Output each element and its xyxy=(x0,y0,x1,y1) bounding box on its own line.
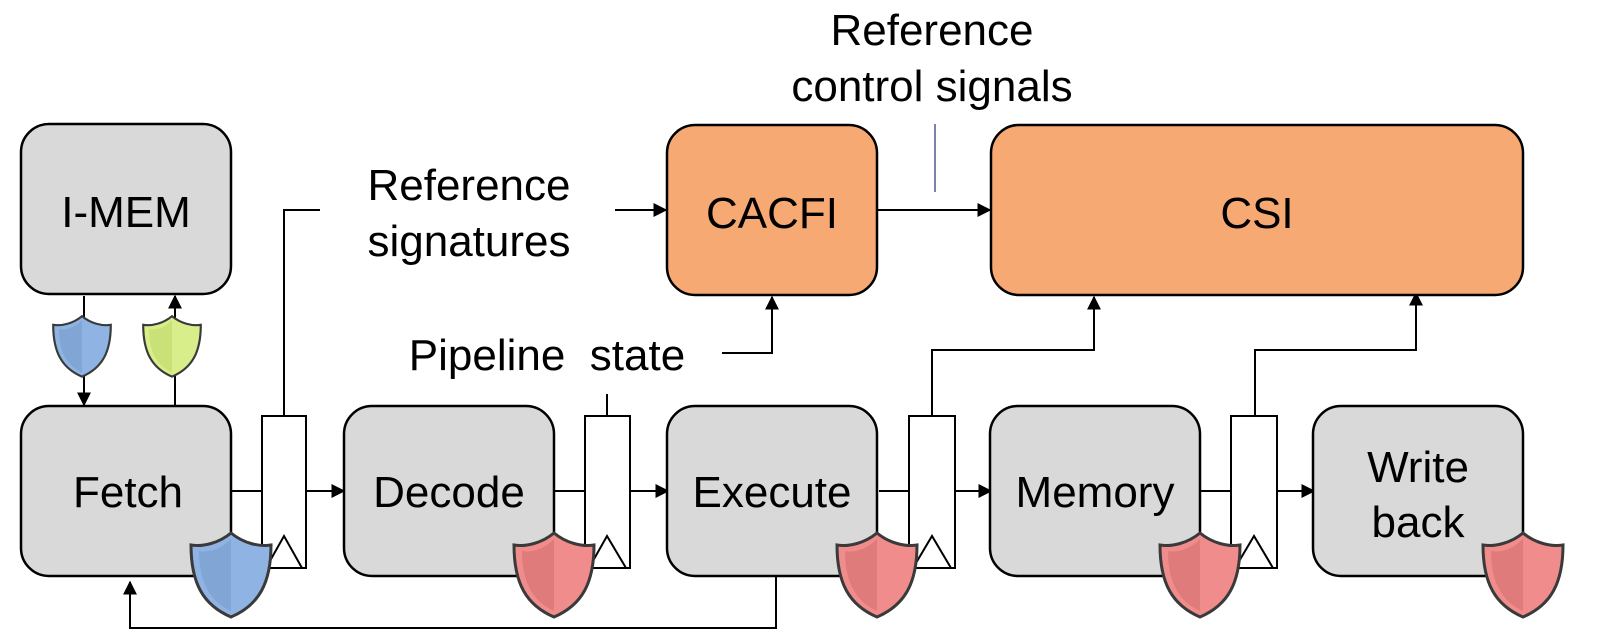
shield-icon xyxy=(835,531,919,619)
csi-block: CSI xyxy=(989,123,1525,297)
cacfi-block: CACFI xyxy=(665,123,879,297)
execute-to-fetch-feedback-wire xyxy=(123,577,777,629)
reg1-to-ref-signatures-wire xyxy=(283,209,320,416)
imem-label: I-MEM xyxy=(61,188,191,237)
pipeline-state-to-cacfi-wire xyxy=(722,295,779,354)
shield-icon xyxy=(142,315,202,378)
pipeline-register-id-ex xyxy=(584,415,631,569)
pipeline-register-mem-wb xyxy=(1230,415,1278,569)
writeback-label-line2: back xyxy=(1372,498,1466,547)
shield-icon xyxy=(1481,531,1565,619)
csi-label: CSI xyxy=(1220,189,1293,238)
ref-control-signals-line2: control signals xyxy=(791,62,1072,111)
memory-stage: Memory xyxy=(988,404,1202,578)
decode-label: Decode xyxy=(373,468,525,517)
writeback-label-line1: Write xyxy=(1367,443,1469,492)
shield-icon xyxy=(189,531,273,619)
reg3-to-csi-wire xyxy=(931,295,1101,416)
cacfi-label: CACFI xyxy=(706,189,838,238)
ref-control-signals-line1: Reference xyxy=(830,6,1033,55)
execute-label: Execute xyxy=(693,468,852,517)
execute-stage: Execute xyxy=(665,404,879,578)
reg4-to-csi-wire xyxy=(1254,291,1423,416)
pipeline-register-if-id xyxy=(261,415,307,569)
memory-label: Memory xyxy=(1016,468,1175,517)
ref-signatures-line1: Reference xyxy=(367,161,570,210)
fetch-label: Fetch xyxy=(73,468,183,517)
shield-icon xyxy=(512,531,596,619)
imem-block: I-MEM xyxy=(19,122,233,296)
ref-signatures-line2: signatures xyxy=(367,217,570,266)
pipeline-state-label: Pipeline state xyxy=(409,331,685,380)
pipeline-register-ex-mem xyxy=(908,415,956,569)
writeback-stage: Write back xyxy=(1311,404,1525,578)
fetch-stage: Fetch xyxy=(19,404,233,578)
shield-icon xyxy=(1158,531,1242,619)
shield-icon xyxy=(52,315,112,378)
decode-stage: Decode xyxy=(342,404,556,578)
